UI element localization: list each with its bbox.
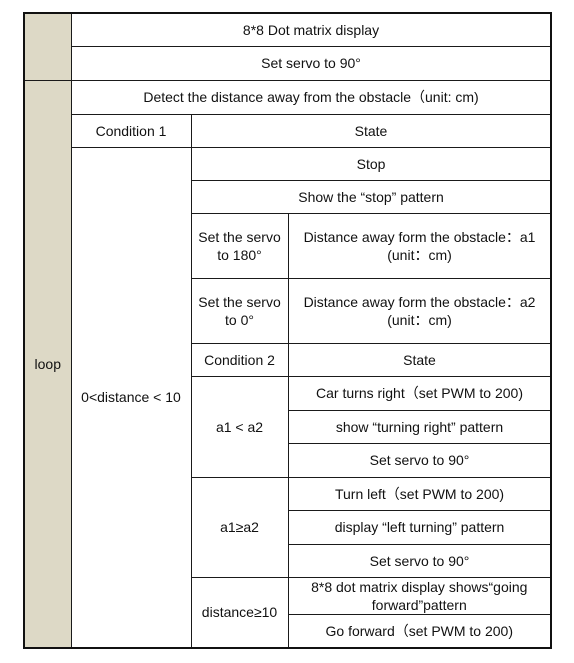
- condition1-header: Condition 1: [70, 113, 192, 148]
- setup-side-cell: [23, 12, 72, 81]
- a1-ge-a2-label: a1≥a2: [190, 476, 289, 578]
- servo-0-action-line2: to 0°: [225, 311, 254, 328]
- loop-label: loop: [23, 79, 72, 649]
- condition-far-label: distance≥10: [190, 576, 289, 649]
- servo-180-action-line2: to 180°: [217, 246, 262, 263]
- a1-less-a2-label: a1 < a2: [190, 375, 289, 478]
- forward-pattern-cell: 8*8 dot matrix display shows“going forwa…: [287, 576, 552, 615]
- state-header: State: [190, 113, 552, 148]
- servo-0-action-line1: Set the servo: [198, 293, 281, 310]
- servo-0-measure-line2: (unit：cm): [387, 311, 452, 328]
- servo-180-action-line1: Set the servo: [198, 228, 281, 245]
- condition2-header: Condition 2: [190, 342, 289, 377]
- servo-0-measure-line1: Distance away form the obstacle：a2: [303, 293, 536, 310]
- servo-180-measure: Distance away form the obstacle：a1 (unit…: [287, 212, 552, 279]
- set-servo-90-right-cell: Set servo to 90°: [287, 442, 552, 478]
- servo-0-action: Set the servo to 0°: [190, 277, 289, 344]
- condition-near-label: 0<distance < 10: [70, 146, 192, 649]
- turn-left-cell: Turn left（set PWM to 200): [287, 476, 552, 511]
- program-flow-table: 8*8 Dot matrix display Set servo to 90° …: [23, 12, 553, 649]
- stop-cell: Stop: [190, 146, 552, 181]
- servo-0-measure: Distance away form the obstacle：a2 (unit…: [287, 277, 552, 344]
- show-stop-pattern-cell: Show the “stop” pattern: [190, 179, 552, 214]
- setup-servo-cell: Set servo to 90°: [70, 45, 552, 81]
- set-servo-90-left-cell: Set servo to 90°: [287, 543, 552, 578]
- state2-header: State: [287, 342, 552, 377]
- servo-180-action: Set the servo to 180°: [190, 212, 289, 279]
- servo-180-measure-line2: (unit：cm): [387, 246, 452, 263]
- turn-right-cell: Car turns right（set PWM to 200): [287, 375, 552, 411]
- setup-dot-matrix-cell: 8*8 Dot matrix display: [70, 12, 552, 47]
- detect-distance-cell: Detect the distance away from the obstac…: [70, 79, 552, 115]
- left-turning-pattern-cell: display “left turning” pattern: [287, 509, 552, 545]
- servo-180-measure-line1: Distance away form the obstacle：a1: [303, 228, 536, 245]
- turning-right-pattern-cell: show “turning right” pattern: [287, 409, 552, 444]
- go-forward-cell: Go forward（set PWM to 200): [287, 613, 552, 649]
